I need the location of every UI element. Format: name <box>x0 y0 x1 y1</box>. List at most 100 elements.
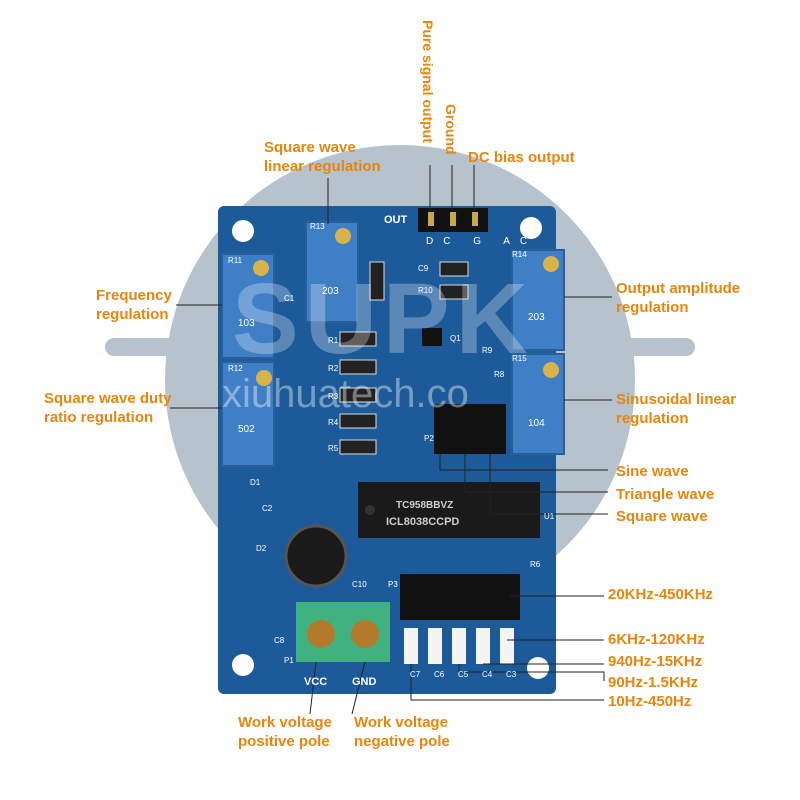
watermark-brand: SUPK <box>232 263 534 375</box>
designator: P3 <box>388 580 398 589</box>
designator: R15 <box>512 354 527 363</box>
electrolytic-capacitor <box>284 524 348 588</box>
pot-screw <box>256 370 272 386</box>
designator: P2 <box>424 434 434 443</box>
smd-cap <box>439 284 469 300</box>
range-cap <box>428 628 442 664</box>
header-pin <box>450 212 456 226</box>
mounting-hole-bl <box>232 654 254 676</box>
leader-lines <box>170 165 612 715</box>
label-range-6k-120k: 6KHz-120KHz <box>608 631 705 648</box>
smd-resistor <box>369 261 385 301</box>
pot-code: 103 <box>238 318 255 329</box>
label-square-duty-2: ratio regulation <box>44 409 154 426</box>
label-work-negative-2: negative pole <box>354 733 450 750</box>
label-frequency-1: Frequency <box>96 287 172 304</box>
silk-vcc: VCC <box>304 676 328 688</box>
label-square-wave: Square wave <box>616 508 708 525</box>
designator: R10 <box>418 286 433 295</box>
label-dc-bias-output: DC bias output <box>468 149 575 166</box>
label-work-negative-1: Work voltage <box>354 714 448 731</box>
ic-notch <box>365 505 375 515</box>
range-selector-header <box>400 574 520 620</box>
range-cap <box>404 628 418 664</box>
label-sinusoidal-2: regulation <box>616 410 689 427</box>
label-range-90-1-5k: 90Hz-1.5KHz <box>608 674 699 691</box>
label-triangle-wave: Triangle wave <box>616 486 715 503</box>
header-pin <box>472 212 478 226</box>
pot-code: 203 <box>528 312 545 323</box>
wave-selector-header <box>434 404 506 454</box>
smd-resistor <box>339 359 377 375</box>
designator: C10 <box>352 580 367 589</box>
ic-chip <box>358 482 540 538</box>
pot-screw <box>543 256 559 272</box>
label-square-linear-2: linear regulation <box>264 158 381 175</box>
designator: R2 <box>328 364 339 373</box>
label-range-20k-450k: 20KHz-450KHz <box>608 586 714 603</box>
designator: C7 <box>410 670 421 679</box>
silk-pin-ac: AC <box>503 236 538 247</box>
silk-out: OUT <box>384 214 408 226</box>
designator: R4 <box>328 418 339 427</box>
designator: C5 <box>458 670 469 679</box>
label-square-duty-1: Square wave duty <box>44 390 172 407</box>
designator: C6 <box>434 670 445 679</box>
watermark-site: xiuhuatech.co <box>222 372 469 416</box>
designator: R5 <box>328 444 339 453</box>
designator: P1 <box>284 656 294 665</box>
pot-screw <box>543 362 559 378</box>
label-output-amplitude-2: regulation <box>616 299 689 316</box>
designator: R13 <box>310 222 325 231</box>
designator: Q1 <box>450 334 461 343</box>
pot-screw <box>335 228 351 244</box>
silk-chip-code: TC958BBVZ <box>396 500 454 511</box>
label-pure-signal-output: Pure signal output <box>420 20 436 143</box>
mounting-hole-br <box>527 657 549 679</box>
designator: R11 <box>228 256 243 265</box>
smd-resistor <box>339 439 377 455</box>
terminal-screw-gnd <box>351 620 379 648</box>
mounting-hole-tl <box>232 220 254 242</box>
designator: D2 <box>256 544 267 553</box>
mounting-hole-tr <box>520 217 542 239</box>
range-cap <box>452 628 466 664</box>
designator: R3 <box>328 392 339 401</box>
label-work-positive-2: positive pole <box>238 733 330 750</box>
designator: D1 <box>250 478 261 487</box>
label-square-linear-1: Square wave <box>264 139 356 156</box>
label-sinusoidal-1: Sinusoidal linear <box>616 391 737 408</box>
label-output-amplitude-1: Output amplitude <box>616 280 741 297</box>
label-work-positive-1: Work voltage <box>238 714 332 731</box>
designator: C2 <box>262 504 273 513</box>
designator: C8 <box>274 636 285 645</box>
designator: C1 <box>284 294 295 303</box>
terminal-screw-vcc <box>307 620 335 648</box>
pot-code: 203 <box>322 286 339 297</box>
smd-resistor <box>339 413 377 429</box>
range-cap <box>500 628 514 664</box>
header-pin <box>428 212 434 226</box>
pot-code: 502 <box>238 424 255 435</box>
smd-resistor <box>339 387 377 403</box>
silk-chip: ICL8038CCPD <box>386 516 460 528</box>
designator: R9 <box>482 346 493 355</box>
pot-screw <box>253 260 269 276</box>
designator: R1 <box>328 336 339 345</box>
designator: R8 <box>494 370 505 379</box>
label-sine-wave: Sine wave <box>616 463 689 480</box>
pot-code: 104 <box>528 418 545 429</box>
designator: R6 <box>530 560 541 569</box>
designator: R14 <box>512 250 527 259</box>
silk-pin-g: G <box>473 236 492 247</box>
label-ground: Ground <box>443 104 459 155</box>
label-range-940-15k: 940Hz-15KHz <box>608 653 703 670</box>
designator: U1 <box>544 512 555 521</box>
transistor-q1 <box>422 328 442 346</box>
designator: C9 <box>418 264 429 273</box>
range-cap <box>476 628 490 664</box>
smd-cap <box>439 261 469 277</box>
label-range-10-450: 10Hz-450Hz <box>608 693 692 710</box>
